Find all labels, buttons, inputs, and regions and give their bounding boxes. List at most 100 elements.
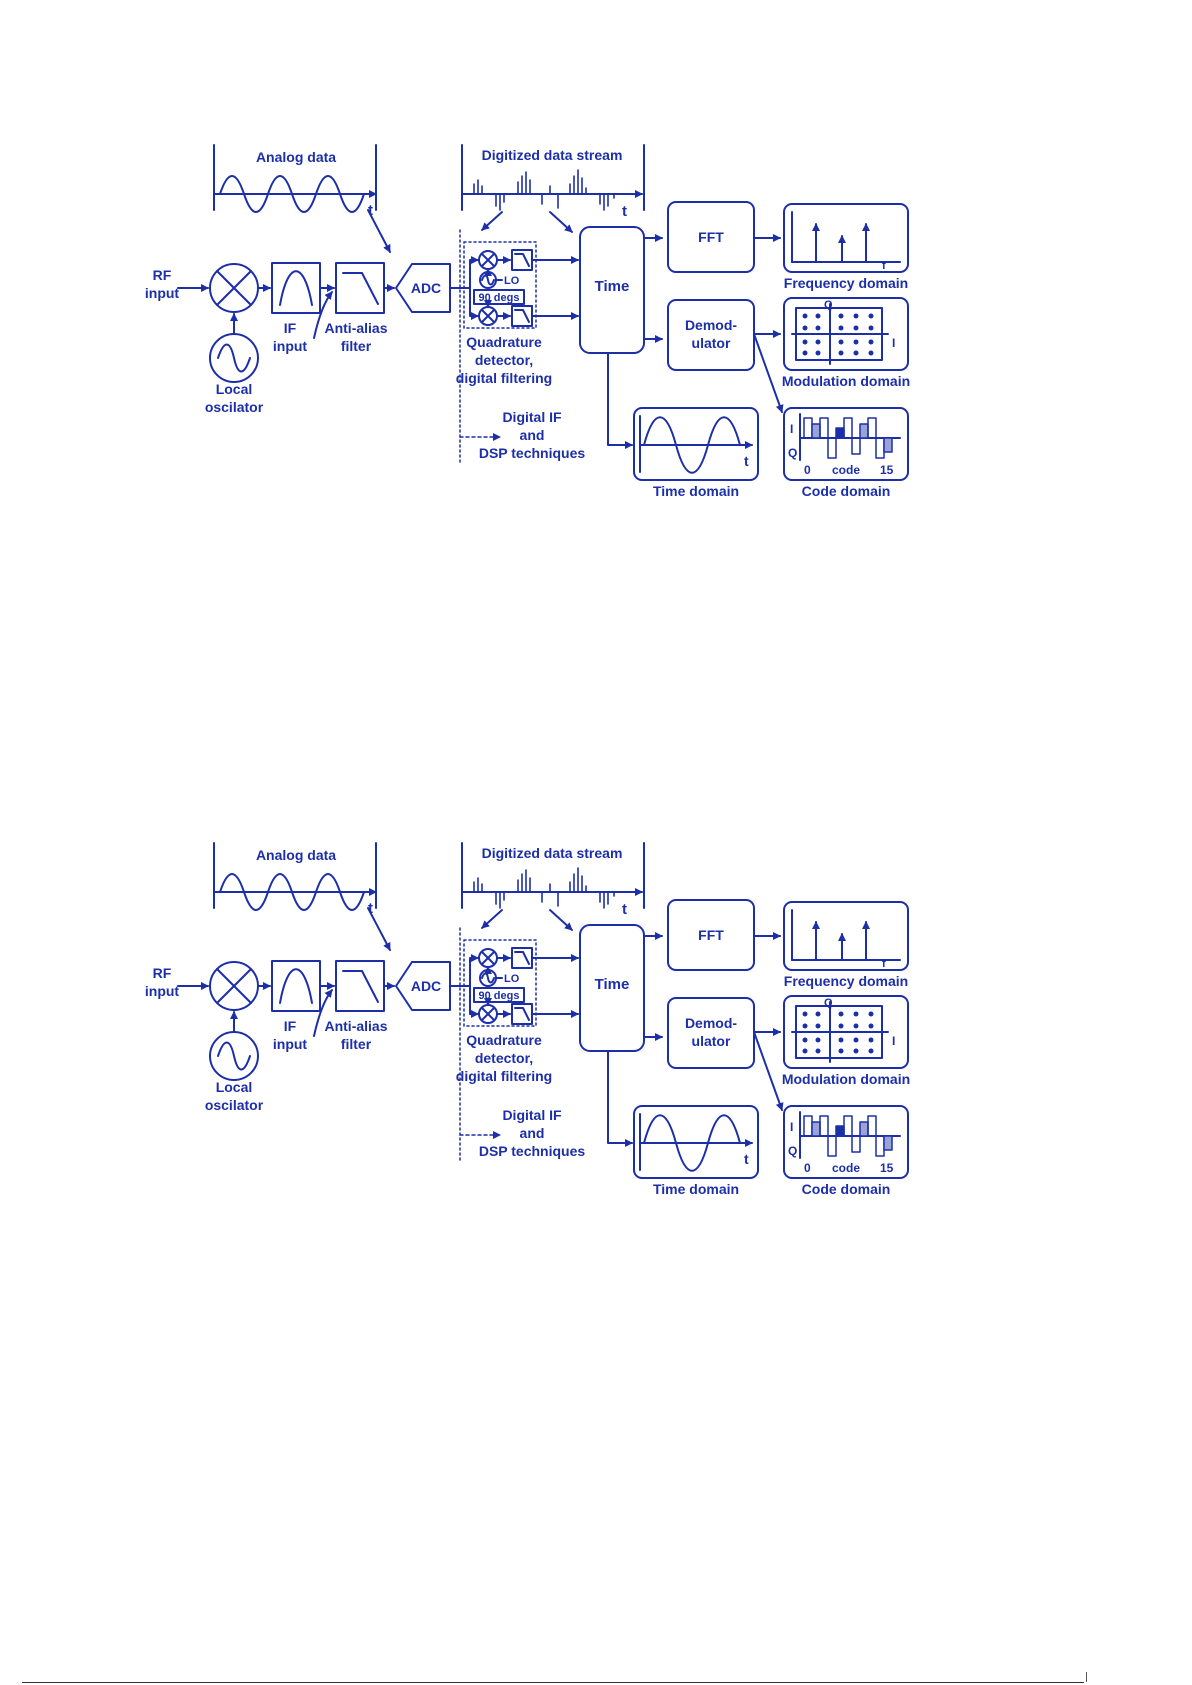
code-axis-end-label: 15 bbox=[880, 1161, 894, 1175]
if-input-label-line1: IF bbox=[284, 320, 297, 336]
modulation-domain-label: Modulation domain bbox=[782, 373, 910, 389]
local-oscillator-symbol bbox=[209, 1011, 259, 1081]
modulation-q-axis-label: Q bbox=[824, 299, 833, 311]
mixer-symbol bbox=[209, 961, 259, 1011]
local-oscillator-label-line2: oscilator bbox=[205, 1097, 264, 1113]
analog-data-panel bbox=[213, 842, 391, 951]
digital-if-label-line1: Digital IF bbox=[502, 409, 562, 425]
local-oscillator-label-line1: Local bbox=[216, 1079, 253, 1095]
digital-if-label-line3: DSP techniques bbox=[479, 445, 586, 461]
lower-multiplier bbox=[478, 306, 498, 326]
if-filter-box bbox=[271, 262, 321, 314]
adc-label: ADC bbox=[411, 978, 441, 994]
rf-input-label-line2: input bbox=[145, 983, 180, 999]
demodulator-label-line2: ulator bbox=[692, 1033, 731, 1049]
modulation-domain-label: Modulation domain bbox=[782, 1071, 910, 1087]
block-diagram-svg: Analog data t Digitized data stream t RF… bbox=[145, 144, 910, 499]
digital-if-label-line1: Digital IF bbox=[502, 1107, 562, 1123]
if-input-label-line2: input bbox=[273, 1036, 308, 1052]
lo-oscillator bbox=[479, 268, 503, 289]
page-edge-mark bbox=[1086, 1672, 1087, 1682]
time-domain-display bbox=[633, 1105, 759, 1179]
if-input-label-line2: input bbox=[273, 338, 308, 354]
demodulator-label-line1: Demod- bbox=[685, 317, 737, 333]
digitized-stream-panel bbox=[461, 842, 645, 931]
time-block bbox=[579, 226, 645, 354]
signal-processing-diagram-1: Analog data t Digitized data stream t RF… bbox=[140, 140, 980, 560]
quadrature-label-line2: detector, bbox=[475, 352, 533, 368]
code-axis-start-label: 0 bbox=[804, 1161, 811, 1175]
digitized-stream-label: Digitized data stream bbox=[482, 147, 623, 163]
time-block-label: Time bbox=[595, 976, 630, 993]
time-domain-label: Time domain bbox=[653, 1181, 739, 1197]
mixer-symbol bbox=[209, 263, 259, 313]
quadrature-detector-region bbox=[463, 241, 537, 329]
rf-input-label-line1: RF bbox=[153, 965, 172, 981]
quadrature-label-line1: Quadrature bbox=[466, 334, 542, 350]
analog-data-panel bbox=[213, 144, 391, 253]
if-filter-box bbox=[271, 960, 321, 1012]
analog-t-axis-label: t bbox=[368, 900, 373, 917]
quadrature-label-line1: Quadrature bbox=[466, 1032, 542, 1048]
code-domain-label: Code domain bbox=[802, 483, 891, 499]
block-diagram-svg: Analog data t Digitized data stream t RF… bbox=[145, 842, 910, 1197]
if-input-label-line1: IF bbox=[284, 1018, 297, 1034]
digitized-t-axis-label: t bbox=[622, 203, 627, 220]
anti-alias-filter-box bbox=[335, 262, 385, 314]
analog-data-label: Analog data bbox=[256, 149, 336, 165]
fft-label: FFT bbox=[698, 229, 724, 245]
phase-shift-box bbox=[473, 289, 525, 305]
upper-multiplier bbox=[478, 250, 498, 270]
modulation-q-axis-label: Q bbox=[824, 997, 833, 1009]
demodulator-label-line2: ulator bbox=[692, 335, 731, 351]
code-domain-i-label: I bbox=[790, 422, 793, 436]
lower-multiplier bbox=[478, 1004, 498, 1024]
analog-sine-wave bbox=[219, 175, 365, 213]
modulation-domain-display bbox=[783, 297, 909, 371]
time-block-label: Time bbox=[595, 278, 630, 295]
frequency-f-axis-label: f bbox=[882, 260, 886, 272]
time-domain-label: Time domain bbox=[653, 483, 739, 499]
lo-oscillator bbox=[479, 966, 503, 987]
code-axis-label: code bbox=[832, 1161, 860, 1175]
digitized-stream-label: Digitized data stream bbox=[482, 845, 623, 861]
lo-label: LO bbox=[504, 973, 520, 985]
code-domain-q-label: Q bbox=[788, 446, 797, 460]
signal-processing-diagram-2: Analog data t Digitized data stream t RF… bbox=[140, 838, 980, 1258]
page-bottom-rule bbox=[22, 1682, 1084, 1683]
adc-label: ADC bbox=[411, 280, 441, 296]
anti-alias-label-line1: Anti-alias bbox=[324, 1018, 387, 1034]
time-domain-display bbox=[633, 407, 759, 481]
anti-alias-label-line1: Anti-alias bbox=[324, 320, 387, 336]
phase-shift-label: 90 degs bbox=[479, 990, 520, 1002]
anti-alias-label-line2: filter bbox=[341, 338, 372, 354]
modulation-i-axis-label: I bbox=[892, 336, 895, 350]
local-oscillator-label-line1: Local bbox=[216, 381, 253, 397]
local-oscillator-symbol bbox=[209, 313, 259, 383]
code-axis-end-label: 15 bbox=[880, 463, 894, 477]
time-domain-t-axis-label: t bbox=[744, 453, 749, 469]
frequency-f-axis-label: f bbox=[882, 958, 886, 970]
modulation-domain-display bbox=[783, 995, 909, 1069]
digitized-t-axis-label: t bbox=[622, 901, 627, 918]
code-domain-display bbox=[783, 1105, 909, 1179]
code-domain-label: Code domain bbox=[802, 1181, 891, 1197]
digital-if-label-line2: and bbox=[520, 427, 545, 443]
time-domain-t-axis-label: t bbox=[744, 1151, 749, 1167]
digital-if-label-line2: and bbox=[520, 1125, 545, 1141]
analog-t-axis-label: t bbox=[368, 202, 373, 219]
time-block bbox=[579, 924, 645, 1052]
frequency-domain-display bbox=[783, 901, 909, 971]
demodulator-label-line1: Demod- bbox=[685, 1015, 737, 1031]
code-domain-q-label: Q bbox=[788, 1144, 797, 1158]
lo-label: LO bbox=[504, 275, 520, 287]
analog-data-label: Analog data bbox=[256, 847, 336, 863]
code-axis-start-label: 0 bbox=[804, 463, 811, 477]
local-oscillator-label-line2: oscilator bbox=[205, 399, 264, 415]
quadrature-label-line3: digital filtering bbox=[456, 370, 552, 386]
upper-multiplier bbox=[478, 948, 498, 968]
quadrature-label-line2: detector, bbox=[475, 1050, 533, 1066]
code-domain-i-label: I bbox=[790, 1120, 793, 1134]
frequency-domain-display bbox=[783, 203, 909, 273]
fft-label: FFT bbox=[698, 927, 724, 943]
